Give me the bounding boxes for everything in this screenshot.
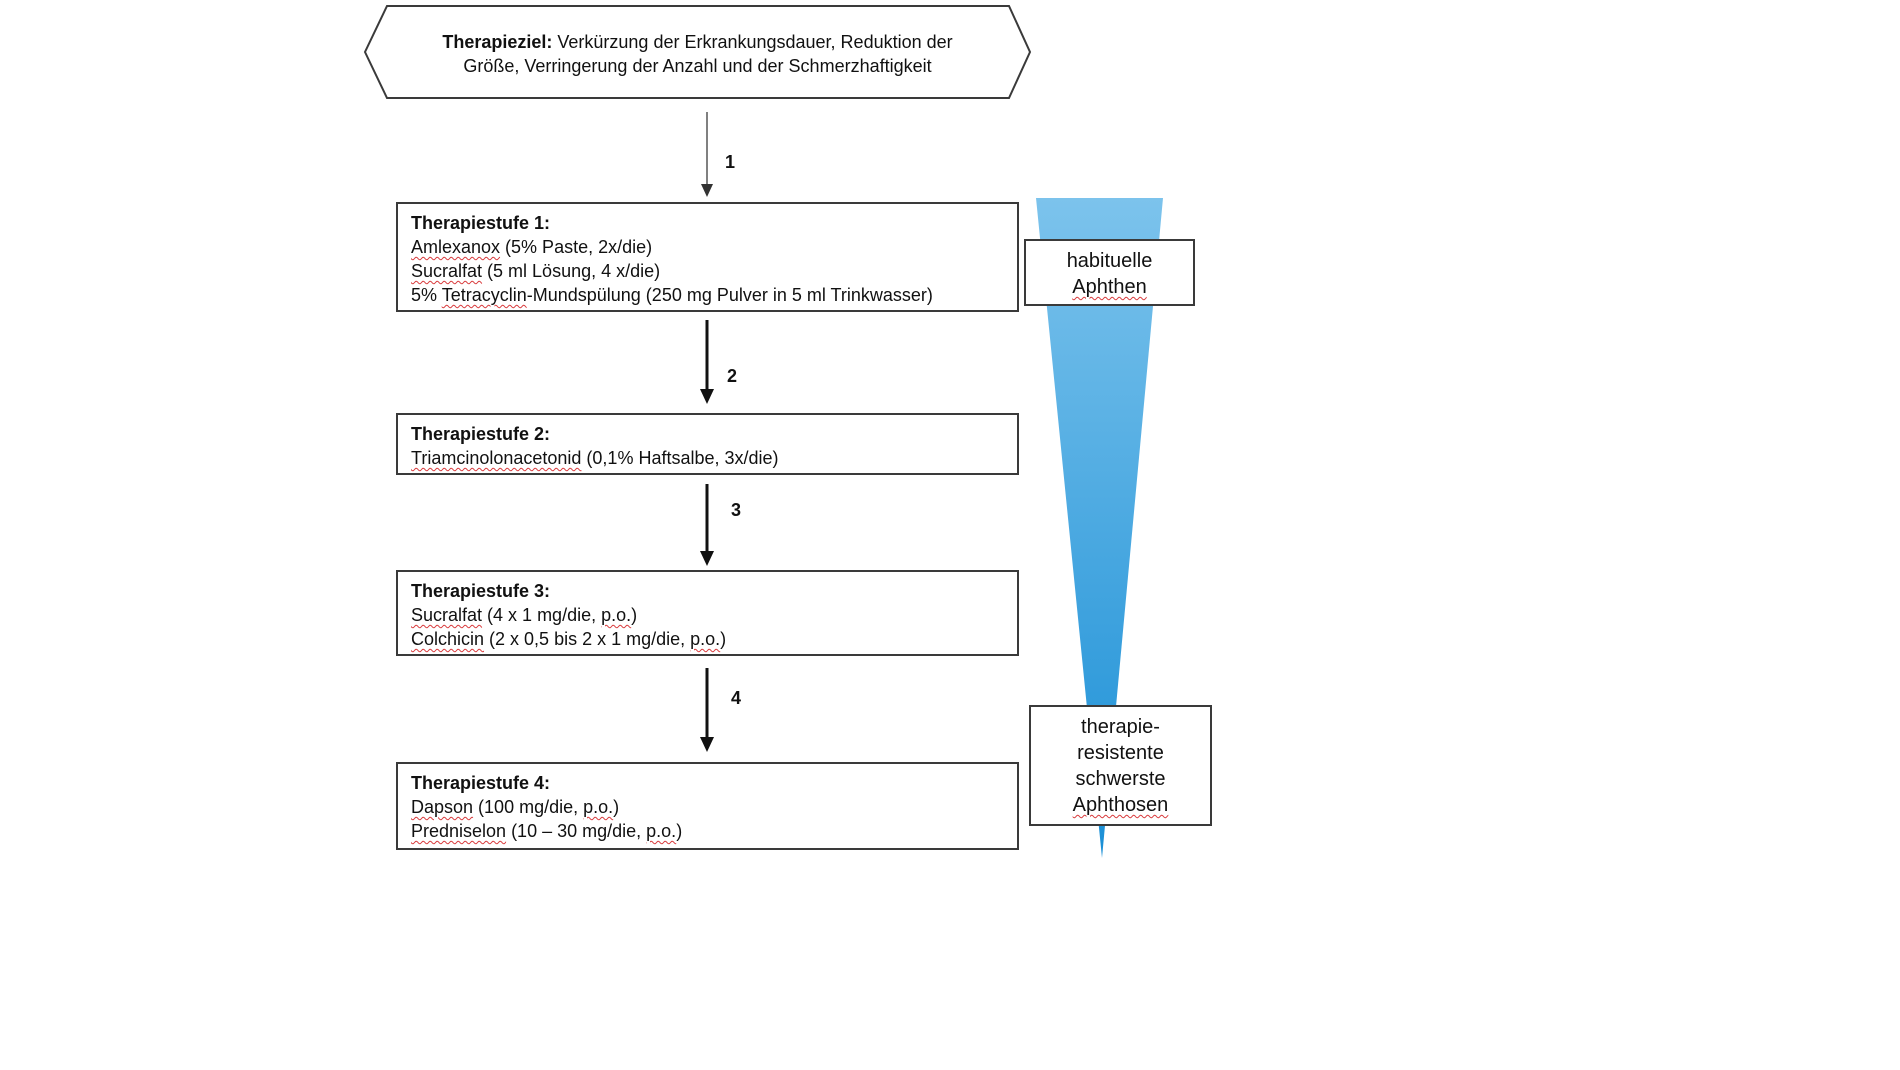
step-2-title: Therapiestufe 2:: [411, 424, 551, 444]
drug-name: Colchicin: [411, 629, 485, 649]
arrow-label-2: 2: [727, 366, 738, 386]
dosage-text: (10 – 30 mg/die,: [506, 821, 647, 841]
dosage-close: ): [720, 629, 727, 649]
goal-title: Therapieziel:: [442, 32, 553, 52]
goal-text: Therapieziel: Verkürzung der Erkrankungs…: [395, 30, 1000, 78]
step-1-line-3: 5% Tetracyclin-Mundspülung (250 mg Pulve…: [411, 283, 1005, 307]
therapy-step-1: Therapiestufe 1: Amlexanox (5% Paste, 2x…: [396, 202, 1019, 312]
flowchart-graphics: [363, 5, 1163, 858]
arrow-label-4: 4: [731, 688, 742, 708]
arrow-4: [700, 668, 714, 752]
dosage-close: ): [631, 605, 638, 625]
dosage-text: (0,1% Haftsalbe, 3x/die): [581, 448, 779, 468]
step-4-title: Therapiestufe 4:: [411, 773, 551, 793]
drug-name: Tetracyclin: [441, 285, 527, 305]
drug-name: Sucralfat: [411, 261, 483, 281]
step-3-title: Therapiestufe 3:: [411, 581, 551, 601]
dosage-close: ): [613, 797, 620, 817]
route-abbrev: p.o.: [690, 629, 721, 649]
arrow-label-3: 3: [731, 500, 742, 520]
severity-wedge: [1036, 198, 1163, 858]
therapy-step-3: Therapiestufe 3: Sucralfat (4 x 1 mg/die…: [396, 570, 1019, 656]
severity-label-severe-line-2: resistente: [1077, 742, 1164, 764]
route-abbrev: p.o.: [583, 797, 614, 817]
drug-name: Dapson: [411, 797, 474, 817]
dosage-text: (100 mg/die,: [473, 797, 584, 817]
step-4-line-2: Predniselon (10 – 30 mg/die, p.o.): [411, 819, 1005, 843]
severity-label-severe: therapie- resistente schwerste Aphthosen: [1029, 705, 1212, 826]
arrow-label-1: 1: [725, 152, 736, 172]
arrow-2: [700, 320, 714, 404]
therapy-step-4: Therapiestufe 4: Dapson (100 mg/die, p.o…: [396, 762, 1019, 850]
dosage-text: (5 ml Lösung, 4 x/die): [482, 261, 661, 281]
drug-name: Sucralfat: [411, 605, 483, 625]
drug-name: Triamcinolonacetonid: [411, 448, 582, 468]
step-3-line-1: Sucralfat (4 x 1 mg/die, p.o.): [411, 603, 1005, 627]
dosage-prefix: 5%: [411, 285, 442, 305]
severity-label-mild: habituelle Aphthen: [1024, 239, 1195, 306]
severity-label-mild-line-2: Aphthen: [1072, 276, 1147, 298]
step-1-line-2: Sucralfat (5 ml Lösung, 4 x/die): [411, 259, 1005, 283]
step-2-line-1: Triamcinolonacetonid (0,1% Haftsalbe, 3x…: [411, 446, 1005, 470]
severity-label-severe-line-4: Aphthosen: [1072, 794, 1169, 816]
severity-label-severe-line-3: schwerste: [1075, 768, 1166, 790]
goal-text-line2: Größe, Verringerung der Anzahl und der S…: [463, 56, 932, 76]
severity-label-severe-line-1: therapie-: [1081, 716, 1160, 738]
step-3-line-2: Colchicin (2 x 0,5 bis 2 x 1 mg/die, p.o…: [411, 627, 1005, 651]
drug-name: Amlexanox: [411, 237, 501, 257]
dosage-close: ): [676, 821, 683, 841]
drug-name: Predniselon: [411, 821, 507, 841]
dosage-text: (4 x 1 mg/die,: [482, 605, 602, 625]
goal-text-line1: Verkürzung der Erkrankungsdauer, Redukti…: [552, 32, 953, 52]
arrow-1: [701, 112, 713, 197]
route-abbrev: p.o.: [601, 605, 632, 625]
step-1-title: Therapiestufe 1:: [411, 213, 551, 233]
therapy-step-2: Therapiestufe 2: Triamcinolonacetonid (0…: [396, 413, 1019, 475]
dosage-text: -Mundspülung (250 mg Pulver in 5 ml Trin…: [526, 285, 933, 305]
step-4-line-1: Dapson (100 mg/die, p.o.): [411, 795, 1005, 819]
dosage-text: (5% Paste, 2x/die): [500, 237, 653, 257]
dosage-text: (2 x 0,5 bis 2 x 1 mg/die,: [484, 629, 691, 649]
severity-label-mild-line-1: habituelle: [1066, 250, 1153, 272]
route-abbrev: p.o.: [646, 821, 677, 841]
goal-hexagon: [363, 5, 1032, 99]
step-1-line-1: Amlexanox (5% Paste, 2x/die): [411, 235, 1005, 259]
arrow-3: [700, 484, 714, 566]
